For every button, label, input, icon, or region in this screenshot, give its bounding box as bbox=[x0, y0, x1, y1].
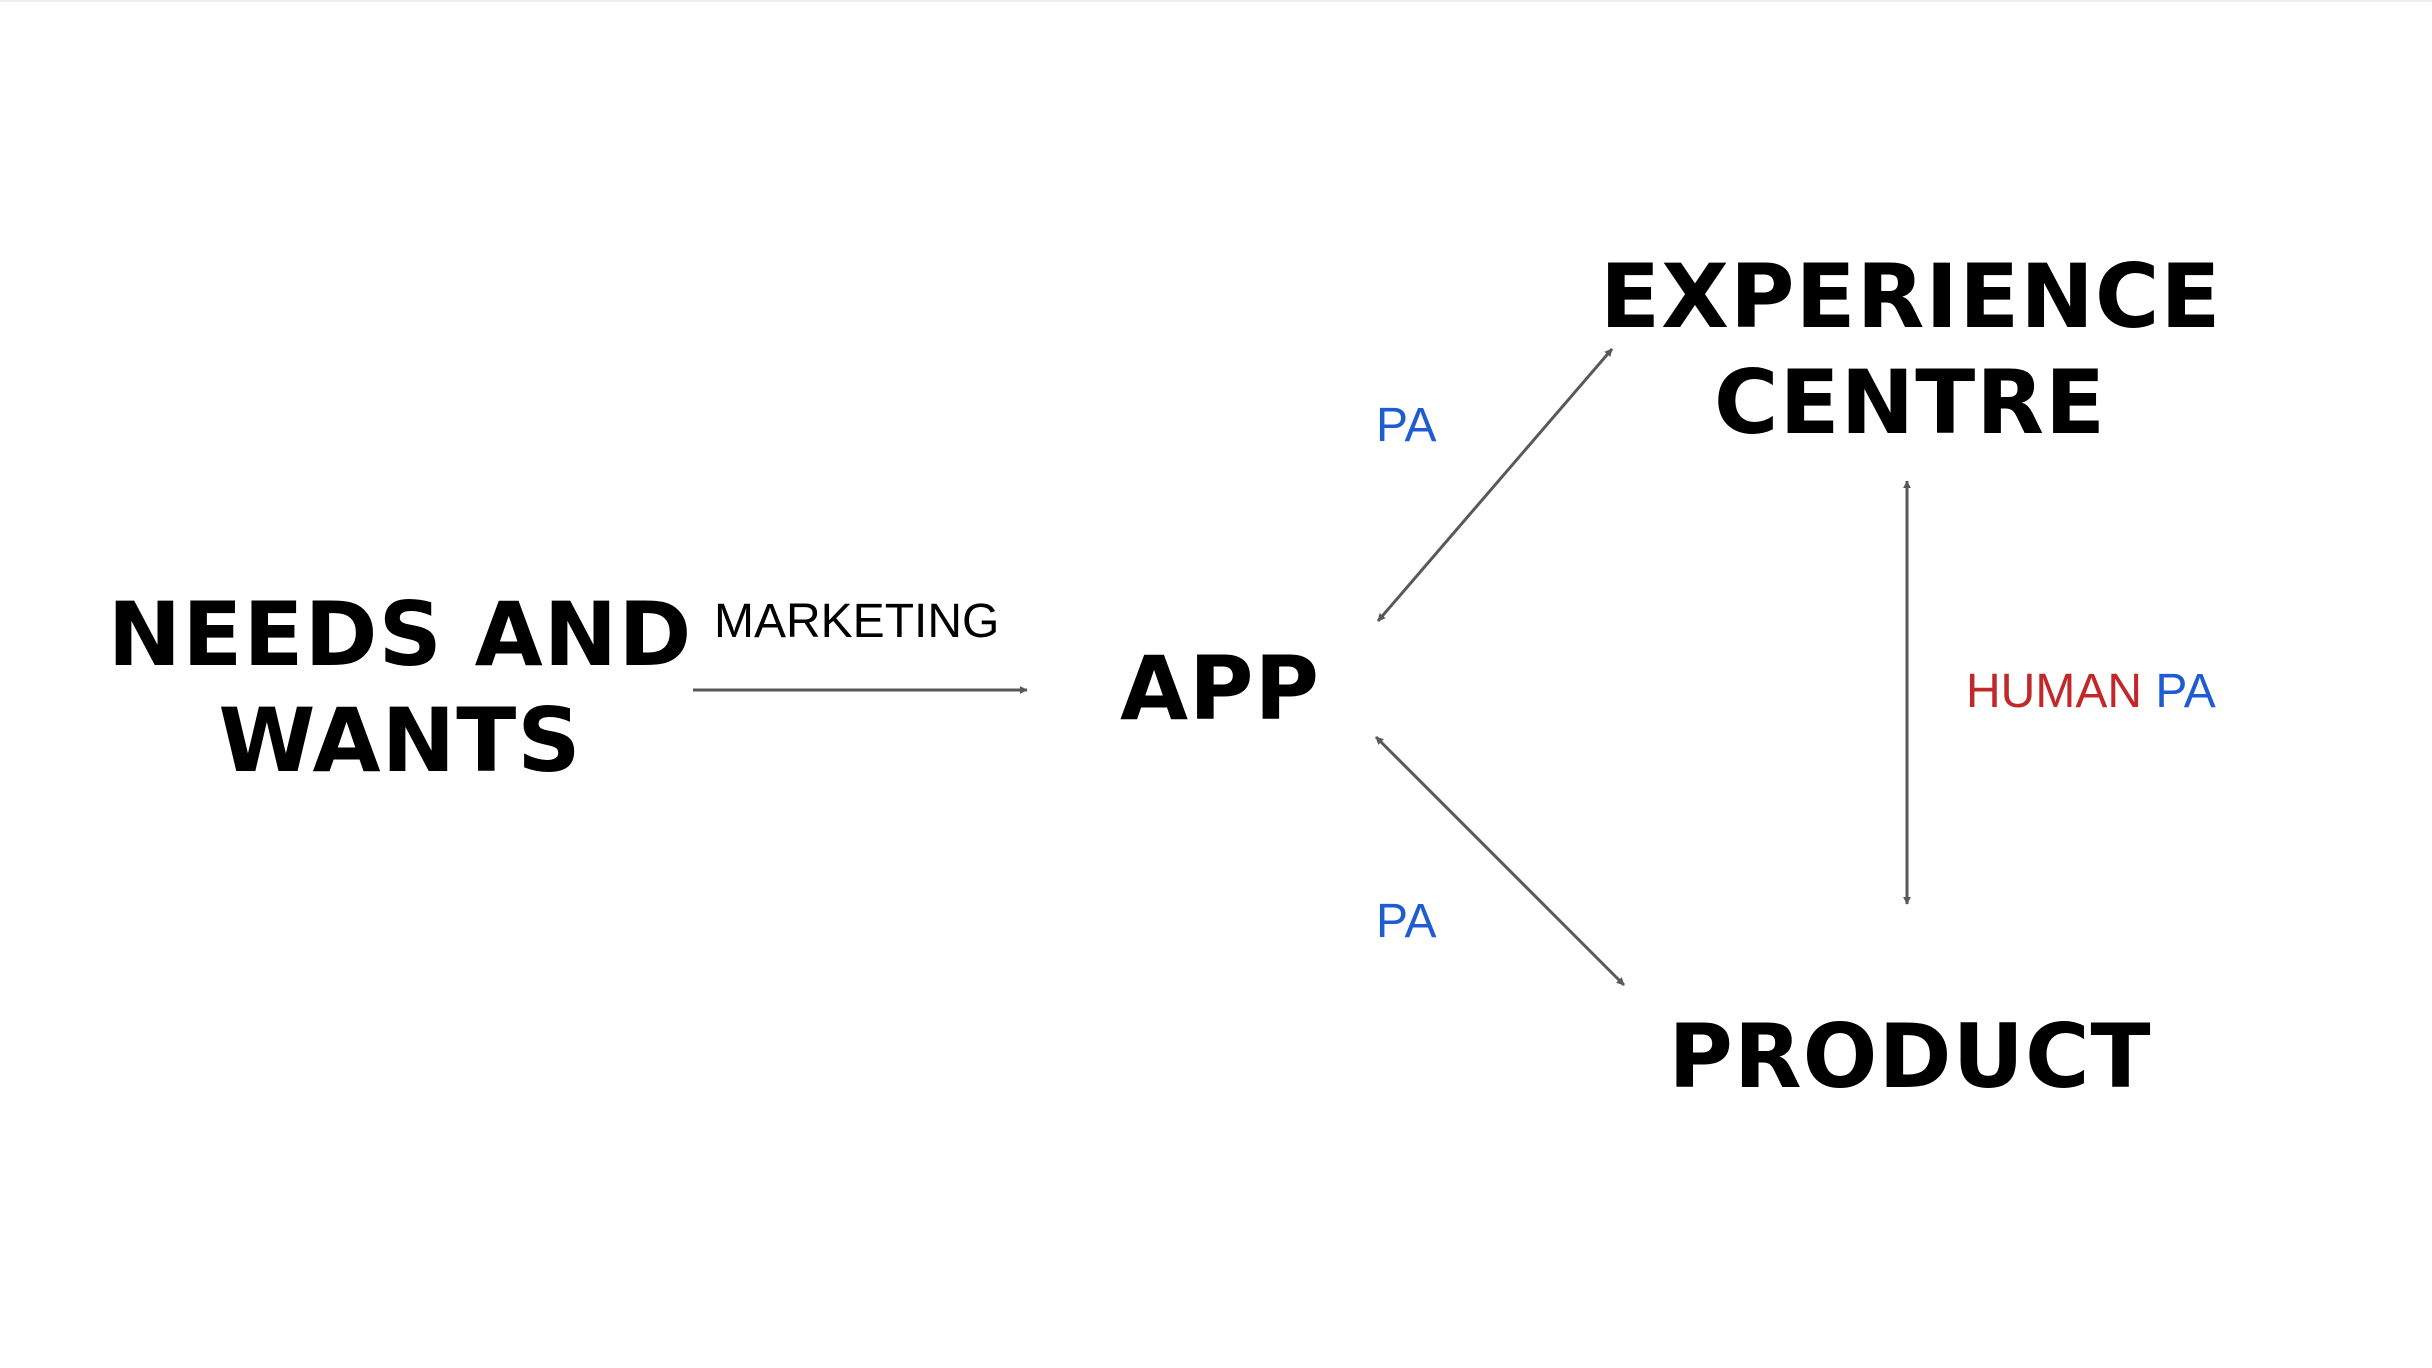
edge-label-human-pa: HUMAN PA bbox=[1966, 664, 2216, 720]
node-experience-centre: EXPERIENCE CENTRE bbox=[1600, 244, 2222, 456]
node-product: PRODUCT bbox=[1600, 1004, 2220, 1110]
node-needs-line-2: WANTS bbox=[218, 689, 582, 792]
node-product-label: PRODUCT bbox=[1668, 1005, 2152, 1108]
edge-label-pa-top: PA bbox=[1376, 399, 1437, 452]
node-app: APP bbox=[1080, 636, 1360, 742]
node-experience-line-2: CENTRE bbox=[1713, 351, 2107, 454]
edge-label-pa-bottom: PA bbox=[1376, 895, 1437, 948]
arrow-app-experience bbox=[1376, 348, 1614, 622]
arrow-app-product bbox=[1374, 735, 1626, 987]
node-app-label: APP bbox=[1119, 637, 1321, 740]
node-needs-line-1: NEEDS AND bbox=[107, 583, 693, 686]
edge-label-marketing: MARKETING bbox=[714, 595, 1000, 648]
node-needs-and-wants: NEEDS AND WANTS bbox=[100, 582, 700, 794]
node-experience-line-1: EXPERIENCE bbox=[1600, 245, 2222, 348]
edge-label-human-pa-suffix: PA bbox=[2155, 665, 2216, 718]
edge-label-human: HUMAN bbox=[1966, 665, 2142, 718]
